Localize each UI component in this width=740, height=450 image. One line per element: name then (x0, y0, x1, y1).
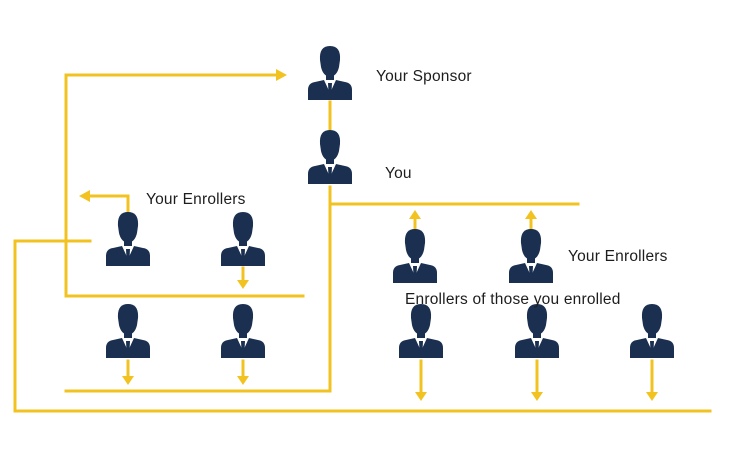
arrow-up (525, 210, 537, 219)
enrollers-left-label: Your Enrollers (146, 191, 246, 208)
downline-person-icon (399, 304, 443, 358)
sponsor-label: Your Sponsor (376, 68, 472, 85)
enrollers-right-label: Your Enrollers (568, 248, 668, 265)
downline-person-icon (221, 304, 265, 358)
arrow-left-enroller (79, 190, 90, 202)
enroller-person-icon (221, 212, 265, 266)
arrow-down (531, 392, 543, 401)
enroller-person-icon (106, 212, 150, 266)
arrowheads (79, 69, 658, 401)
downline-person-icon (515, 304, 559, 358)
arrow-up (409, 210, 421, 219)
you-person-icon (308, 130, 352, 184)
arrow-down (237, 376, 249, 385)
downline-person-icon (630, 304, 674, 358)
connector-lines (13, 73, 712, 413)
arrow-down (122, 376, 134, 385)
enrollers-of-enrolled-label: Enrollers of those you enrolled (405, 291, 621, 308)
you-label: You (385, 165, 412, 182)
arrow-down (646, 392, 658, 401)
left-loop-to-sponsor (64, 73, 305, 298)
arrow-down (237, 280, 249, 289)
arrow-down (415, 392, 427, 401)
downline-person-icon (106, 304, 150, 358)
sponsor-person-icon (308, 46, 352, 100)
arrow-right-to-sponsor (276, 69, 287, 81)
outer-bottom-loop (13, 239, 712, 413)
enroller-uplink (88, 194, 130, 218)
you-branch (64, 185, 332, 393)
enroller-person-icon (509, 229, 553, 283)
enroller-person-icon (393, 229, 437, 283)
